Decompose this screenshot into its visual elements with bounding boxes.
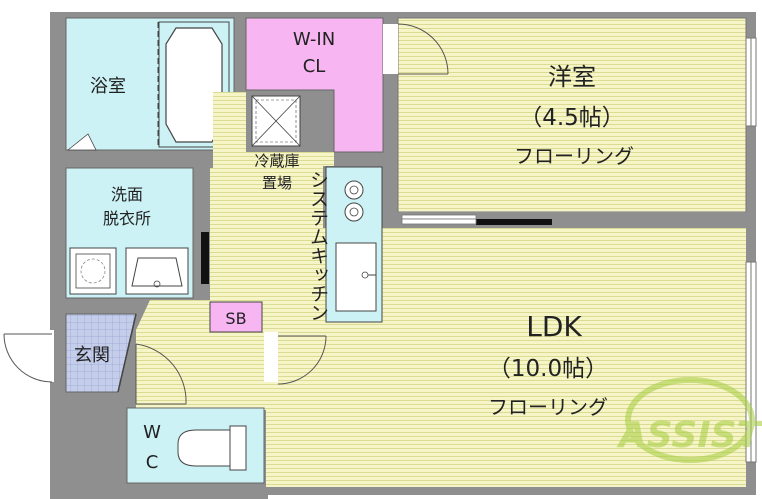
washroom: 洗面 脱衣所 [65,167,194,299]
ldk-door [264,332,327,385]
hallway [136,92,334,487]
western-window [745,37,757,127]
closet-door [383,23,449,75]
ldk-size: （10.0帖） [488,356,608,382]
entrance-door [3,330,54,383]
washroom-door-frame [201,232,209,284]
closet-line2: CL [303,56,326,77]
washroom-line2: 脱衣所 [103,209,151,228]
washroom-line1: 洗面 [111,185,143,204]
fridge-space: 冷蔵庫 置場 [251,95,301,192]
western-room-name: 洋室 [548,63,596,91]
bath-room: 浴室 [65,17,235,151]
closet-line1: W-IN [293,29,335,50]
western-room-size: （4.5帖） [519,105,625,131]
entrance-name: 玄関 [74,345,110,366]
toilet-line2: C [146,452,159,473]
bath-name: 浴室 [90,76,126,97]
system-kitchen: システムキッチン [307,166,383,323]
toilet-room: W C [126,407,265,484]
toilet-door [135,343,187,405]
shoe-box: SB [209,301,263,333]
watermark-logo: ASSIST [616,377,762,463]
western-room-floor: フローリング [514,144,634,168]
fridge-line2: 置場 [262,174,292,192]
shoe-box-label: SB [225,309,246,328]
fridge-line1: 冷蔵庫 [254,152,299,170]
sliding-door [398,212,746,228]
ldk-name: LDK [526,310,582,343]
toilet-line1: W [143,422,161,443]
western-room: 洋室 （4.5帖） フローリング [397,17,747,213]
watermark-text: ASSIST [616,415,762,456]
ldk-floor: フローリング [488,395,608,419]
entrance: 玄関 [65,313,137,393]
kitchen-name: システムキッチン [307,170,329,322]
